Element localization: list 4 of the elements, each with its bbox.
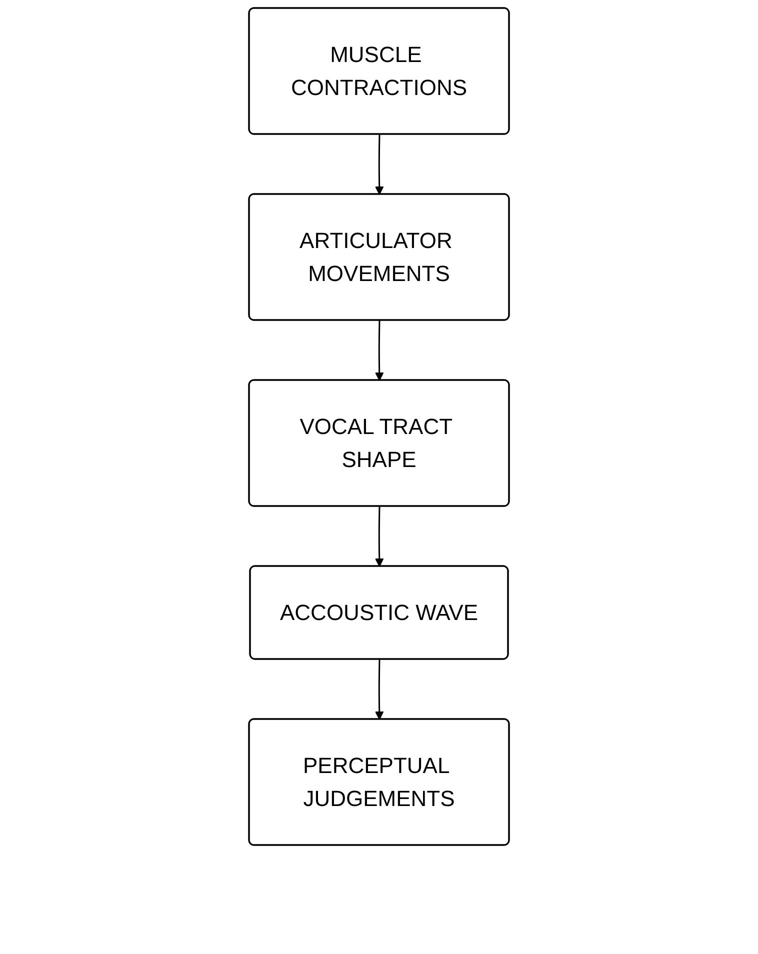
arrow <box>374 659 384 720</box>
arrow <box>374 320 384 381</box>
arrow <box>374 506 384 567</box>
arrow <box>374 134 384 195</box>
